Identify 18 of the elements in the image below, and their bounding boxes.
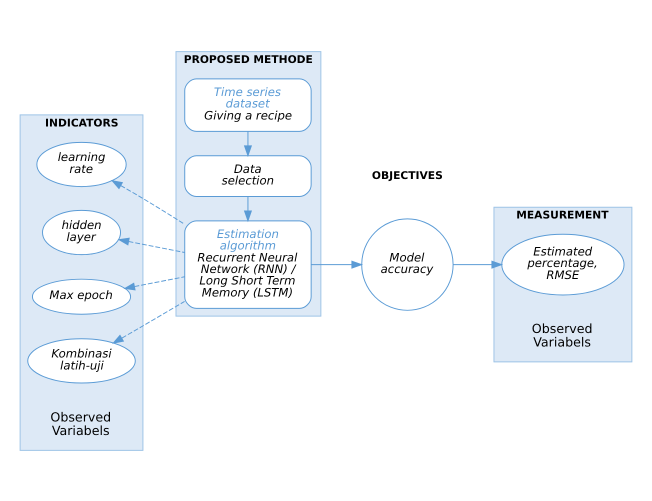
node-box: Estimation algorithm Recurrent Neural Network (RNN) / Long Short Term Memory (LSTM) (184, 220, 312, 308)
arrow (110, 180, 186, 224)
node-box: Data selection (184, 154, 312, 197)
arrow (244, 196, 252, 222)
arrow (112, 300, 186, 344)
arrow (118, 237, 186, 252)
arrow (123, 276, 186, 290)
node-ellipse: hidden layer (42, 209, 121, 255)
arrow (452, 260, 504, 268)
node-ellipse: learning rate (36, 141, 127, 187)
node-ellipse: Estimated percentage, RMSE (501, 233, 625, 295)
node-ellipse: Kombinasi latih-uji (27, 338, 136, 383)
node-circle: Model accuracy (361, 218, 454, 310)
arrow (310, 260, 364, 268)
node-ellipse: Max epoch (32, 278, 132, 314)
arrow (244, 130, 252, 157)
label: OBJECTIVES (372, 168, 443, 182)
node-box: Time series dataset Giving a recipe (184, 78, 312, 132)
